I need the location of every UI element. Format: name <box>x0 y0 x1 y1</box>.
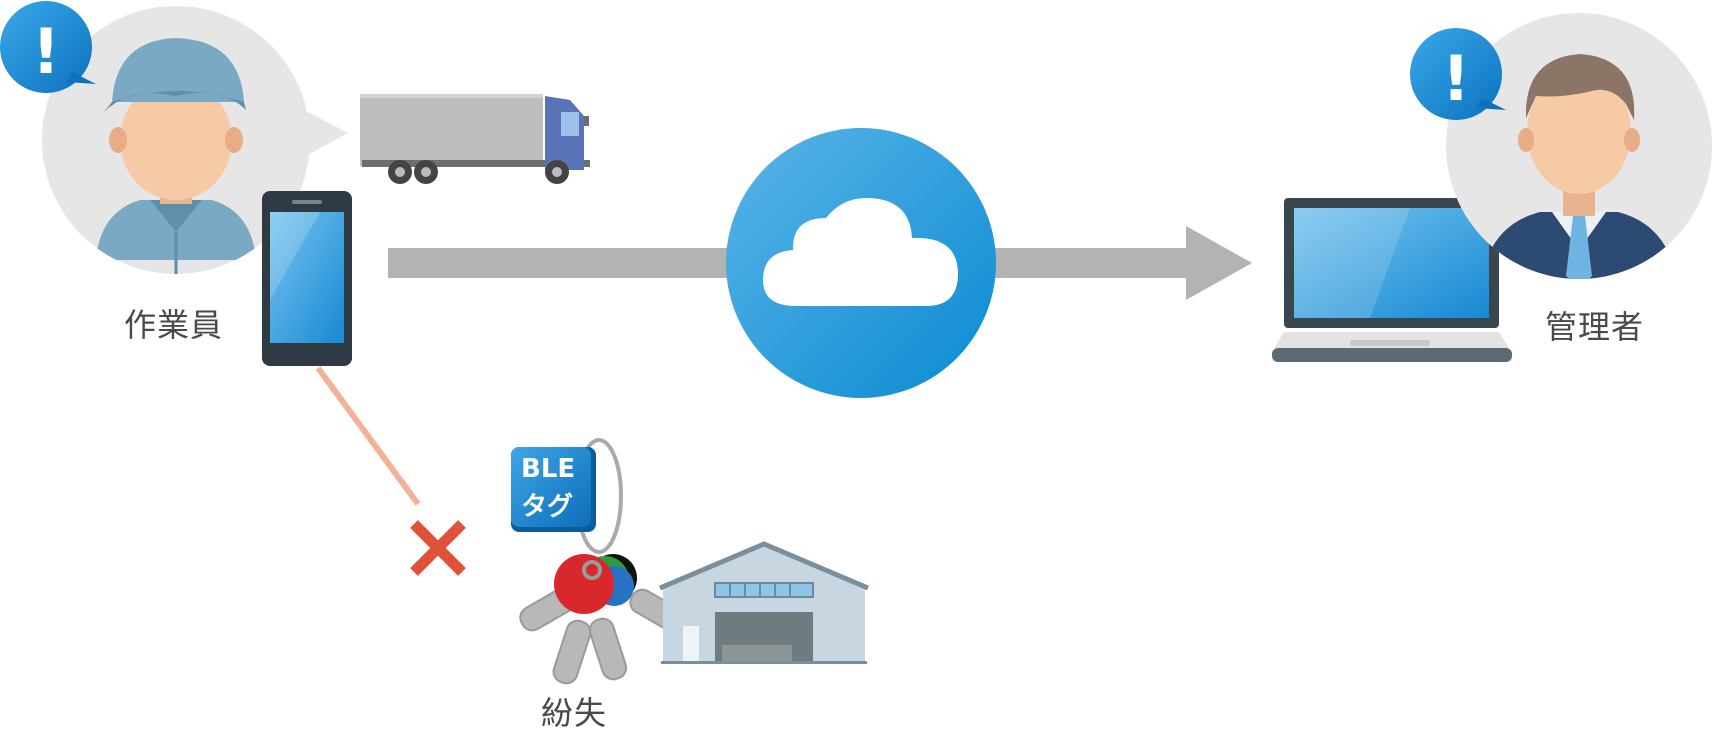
ble-tag-line1: BLE <box>521 454 576 484</box>
cloud-icon <box>726 128 996 398</box>
keys-icon <box>519 438 691 685</box>
lost-label: 紛失 <box>541 694 608 732</box>
worker-alert-icon: ! <box>0 1 96 93</box>
smartphone-icon <box>262 191 352 366</box>
manager-alert-mark: ! <box>1442 42 1470 115</box>
disconnect-cross-icon <box>410 520 466 576</box>
worker-alert-mark: ! <box>32 15 60 88</box>
ble-tag-line2: タグ <box>521 492 574 522</box>
laptop-icon <box>1272 198 1512 362</box>
worker-figure-icon <box>96 38 256 274</box>
ble-connection-line <box>315 366 421 506</box>
truck-icon <box>360 94 590 184</box>
manager-label: 管理者 <box>1545 308 1645 346</box>
worker-label: 作業員 <box>124 306 224 344</box>
warehouse-icon <box>659 541 869 664</box>
ble-tag-icon <box>511 447 596 532</box>
manager-alert-icon: ! <box>1410 28 1506 120</box>
